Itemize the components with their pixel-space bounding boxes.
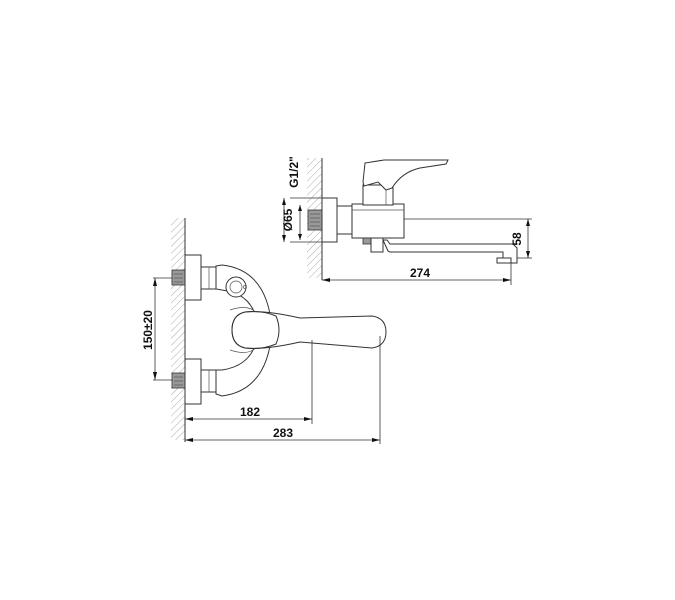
lower-nut	[200, 369, 217, 393]
spout-side	[382, 239, 518, 264]
dim-flange-diameter: Ø65	[281, 208, 295, 231]
mixer-body	[351, 203, 405, 239]
dim-inlet-spacing: 150±20	[141, 310, 155, 350]
upper-nut	[200, 266, 217, 290]
lower-inlet-thread	[171, 372, 186, 389]
diverter-knob-top	[225, 276, 247, 298]
dim-spout-length: 274	[410, 266, 430, 280]
diverter-knob	[370, 237, 384, 253]
wall-flange	[321, 197, 338, 243]
lever-handle-top	[231, 311, 387, 349]
dim-thread-size: G1/2"	[287, 156, 301, 188]
mixer-body-top	[215, 264, 273, 397]
dim-body-depth: 182	[240, 405, 260, 419]
upper-inlet-thread	[171, 269, 186, 286]
wall-hatch-top	[171, 218, 185, 440]
side-view: Ø65 G1/2" 58 274	[281, 156, 532, 285]
lever-handle-side	[362, 159, 449, 191]
dim-total-depth: 283	[273, 426, 293, 440]
aerator	[496, 257, 512, 264]
diverter-thread	[362, 237, 372, 245]
lower-flange	[184, 358, 202, 405]
coupling-nut	[336, 205, 353, 235]
dim-spout-height: 58	[510, 232, 524, 246]
wall-thread-fitting	[307, 209, 323, 231]
upper-flange	[184, 254, 202, 301]
